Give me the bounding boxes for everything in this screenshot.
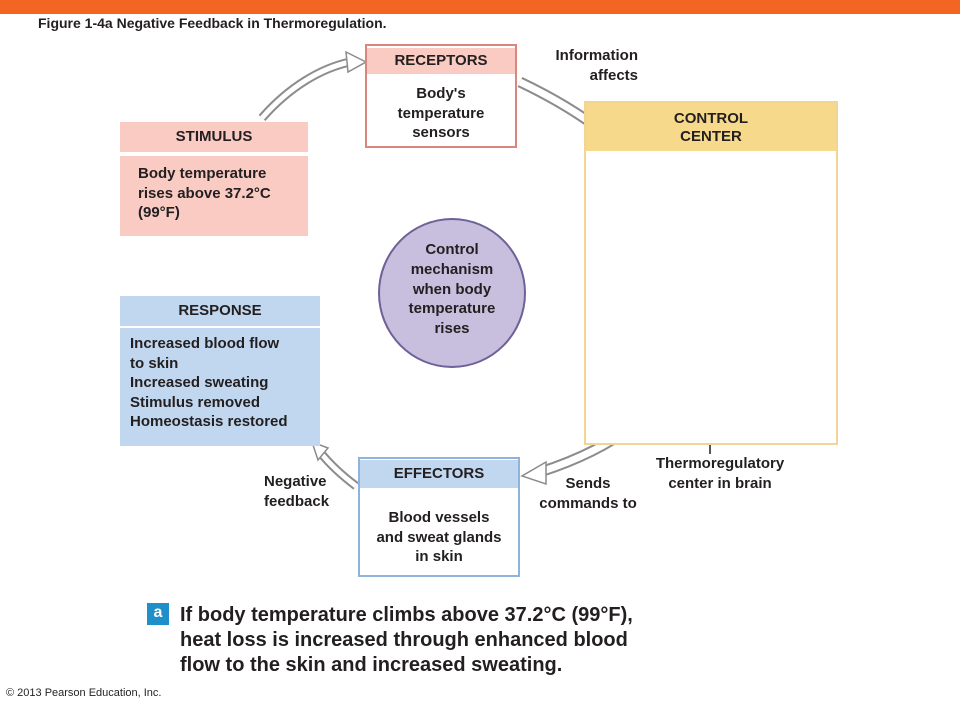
effectors-header: EFFECTORS bbox=[360, 460, 518, 488]
control-center-header-line: CONTROL bbox=[673, 110, 749, 127]
control-mechanism-circle bbox=[378, 218, 526, 368]
control-mechanism-line: Control bbox=[425, 241, 479, 258]
stimulus-line: rises above 37.2°C bbox=[138, 184, 271, 202]
response-line: to skin bbox=[130, 354, 179, 372]
control-center-box bbox=[584, 101, 838, 445]
receptors-header: RECEPTORS bbox=[367, 48, 515, 74]
stimulus-line: (99°F) bbox=[138, 204, 180, 221]
response-line: Stimulus removed bbox=[130, 393, 261, 411]
stimulus-header: STIMULUS bbox=[120, 122, 308, 152]
panel-badge: a bbox=[147, 603, 169, 625]
control-mechanism-line: temperature bbox=[408, 300, 496, 318]
sends-commands-line: Sends bbox=[565, 475, 611, 492]
response-header: RESPONSE bbox=[120, 296, 320, 326]
top-accent-bar bbox=[0, 0, 960, 14]
response-line: Increased sweating bbox=[130, 374, 269, 391]
sends-commands-line: commands to bbox=[539, 495, 637, 513]
effectors-body: Blood vessels and sweat glands in skin bbox=[360, 508, 518, 567]
receptors-body: Body's temperature sensors bbox=[367, 84, 515, 143]
caption-line: If body temperature climbs above 37.2°C … bbox=[180, 604, 633, 626]
effectors-line: in skin bbox=[415, 548, 463, 565]
control-center-header: CONTROL CENTER bbox=[586, 103, 836, 151]
receptors-line: temperature bbox=[397, 104, 485, 122]
control-mechanism-line: mechanism bbox=[410, 260, 494, 278]
response-line: Homeostasis restored bbox=[130, 413, 288, 430]
information-affects-line: Information bbox=[555, 47, 639, 64]
negative-feedback-label: Negative feedback bbox=[264, 472, 329, 513]
response-body: Increased blood flow to skin Increased s… bbox=[120, 328, 320, 446]
receptors-line: Body's bbox=[416, 85, 466, 102]
figure-title: Figure 1-4a Negative Feedback in Thermor… bbox=[38, 15, 387, 31]
control-mechanism-line: rises bbox=[434, 320, 470, 338]
thermoregulatory-line: center in brain bbox=[668, 475, 772, 493]
thermoregulatory-line: Thermoregulatory bbox=[655, 455, 785, 472]
response-line: Increased blood flow bbox=[130, 335, 280, 352]
thermoregulatory-center-label: Thermoregulatory center in brain bbox=[640, 454, 800, 495]
arrow-effectors-to-response bbox=[310, 440, 359, 490]
caption-line: heat loss is increased through enhanced … bbox=[180, 629, 628, 651]
negative-feedback-line: Negative bbox=[264, 473, 327, 490]
control-mechanism-line: when body bbox=[412, 280, 492, 298]
control-center-header-line: CENTER bbox=[680, 128, 742, 145]
caption-line: flow to the skin and increased sweating. bbox=[180, 654, 563, 676]
information-affects-label: Information affects bbox=[540, 46, 639, 87]
sends-commands-label: Sends commands to bbox=[528, 474, 648, 515]
information-affects-line: affects bbox=[589, 67, 638, 85]
receptors-line: sensors bbox=[412, 124, 470, 141]
arrow-stimulus-to-receptors bbox=[258, 50, 368, 121]
caption: If body temperature climbs above 37.2°C … bbox=[180, 603, 700, 678]
effectors-line: and sweat glands bbox=[376, 528, 502, 546]
stimulus-body: Body temperature rises above 37.2°C (99°… bbox=[120, 156, 308, 236]
stimulus-line: Body temperature bbox=[138, 165, 267, 182]
effectors-line: Blood vessels bbox=[388, 509, 490, 526]
negative-feedback-line: feedback bbox=[264, 493, 330, 511]
control-mechanism-text: Control mechanism when body temperature … bbox=[378, 240, 526, 339]
copyright-notice: © 2013 Pearson Education, Inc. bbox=[6, 687, 162, 699]
